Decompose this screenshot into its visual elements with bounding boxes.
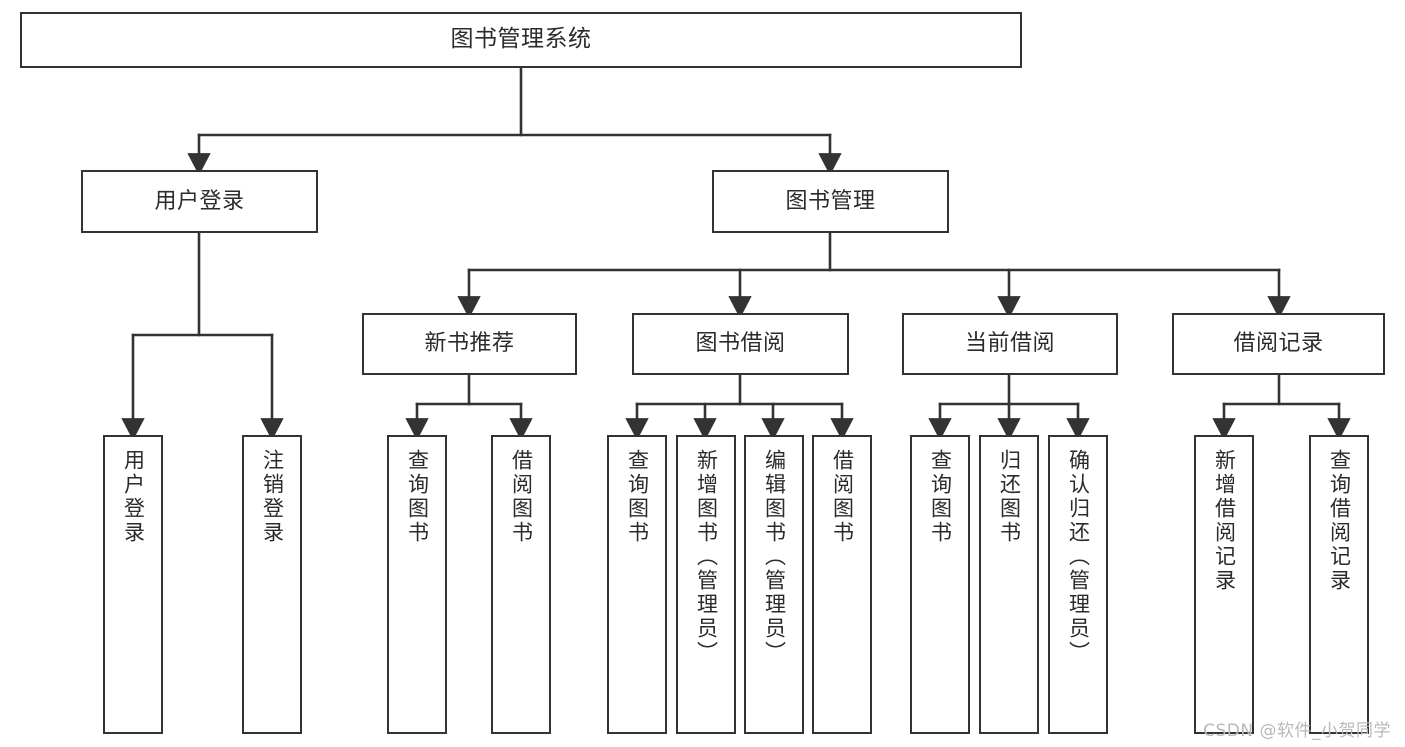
node-label: 新增借阅记录 — [1212, 449, 1237, 593]
node-label: 用户登录 — [121, 449, 146, 545]
leaf-logout[interactable]: 注销登录 — [242, 435, 302, 734]
leaf-add-borrow-record[interactable]: 新增借阅记录 — [1194, 435, 1254, 734]
leaf-edit-book-admin[interactable]: 编辑图书（管理员） — [744, 435, 804, 734]
node-label: 查询图书 — [405, 449, 430, 545]
node-book-management[interactable]: 图书管理 — [712, 170, 949, 233]
node-label: 用户登录 — [154, 188, 245, 214]
node-label: 借阅图书 — [509, 449, 534, 545]
node-label: 查询图书 — [625, 449, 650, 545]
node-label: 编辑图书（管理员） — [762, 449, 787, 665]
node-new-book-recommend[interactable]: 新书推荐 — [362, 313, 577, 375]
node-label: 查询借阅记录 — [1327, 449, 1352, 593]
node-label: 图书管理系统 — [450, 26, 592, 53]
leaf-user-login[interactable]: 用户登录 — [103, 435, 163, 734]
node-borrow-record[interactable]: 借阅记录 — [1172, 313, 1385, 375]
leaf-confirm-return-admin[interactable]: 确认归还（管理员） — [1048, 435, 1108, 734]
node-current-borrow[interactable]: 当前借阅 — [902, 313, 1118, 375]
node-label: 确认归还（管理员） — [1066, 449, 1091, 665]
node-label: 查询图书 — [928, 449, 953, 545]
leaf-borrow-book[interactable]: 借阅图书 — [812, 435, 872, 734]
node-label: 图书借阅 — [695, 331, 786, 357]
leaf-query-book-borrow[interactable]: 查询图书 — [607, 435, 667, 734]
watermark-text: CSDN @软件_小贺同学 — [1203, 721, 1391, 741]
node-label: 新书推荐 — [424, 331, 515, 357]
leaf-add-book-admin[interactable]: 新增图书（管理员） — [676, 435, 736, 734]
node-user-login[interactable]: 用户登录 — [81, 170, 318, 233]
leaf-borrow-book-recommend[interactable]: 借阅图书 — [491, 435, 551, 734]
leaf-query-book-current[interactable]: 查询图书 — [910, 435, 970, 734]
leaf-return-book[interactable]: 归还图书 — [979, 435, 1039, 734]
node-label: 归还图书 — [997, 449, 1022, 545]
node-label: 注销登录 — [260, 449, 285, 545]
node-book-borrow[interactable]: 图书借阅 — [632, 313, 849, 375]
leaf-query-borrow-record[interactable]: 查询借阅记录 — [1309, 435, 1369, 734]
node-label: 当前借阅 — [964, 331, 1055, 357]
node-label: 图书管理 — [785, 188, 876, 214]
node-label: 新增图书（管理员） — [694, 449, 719, 665]
node-root-book-management-system[interactable]: 图书管理系统 — [20, 12, 1022, 68]
node-label: 借阅记录 — [1233, 331, 1324, 357]
node-label: 借阅图书 — [830, 449, 855, 545]
leaf-query-book-recommend[interactable]: 查询图书 — [387, 435, 447, 734]
